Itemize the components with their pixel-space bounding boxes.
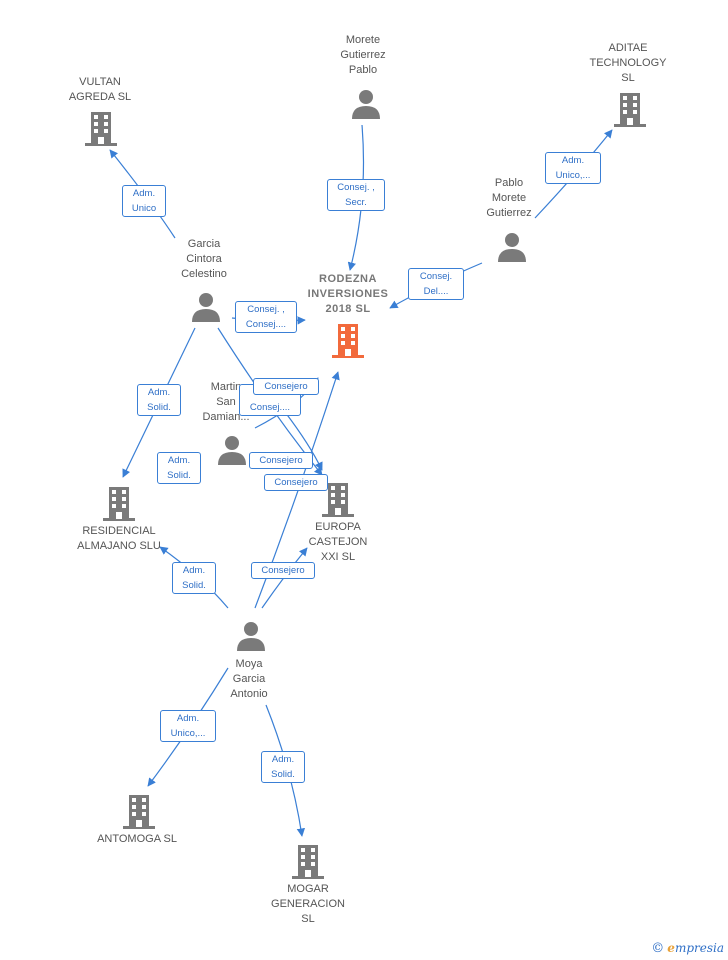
brand-initial: e xyxy=(667,941,675,955)
building-icon xyxy=(292,845,324,879)
person-icon xyxy=(192,293,220,322)
edge-label-adm-unico-antomoga[interactable]: Adm. Unico,... xyxy=(160,710,216,742)
node-rodezna-label[interactable]: RODEZNA INVERSIONES 2018 SL xyxy=(307,273,389,315)
node-moya-label[interactable]: Moya Garcia Antonio xyxy=(230,658,268,700)
building-icon xyxy=(322,483,354,517)
edge-label-adm-solid-mogar[interactable]: Adm. Solid. xyxy=(261,751,305,783)
node-antomoga-label[interactable]: ANTOMOGA SL xyxy=(97,833,177,845)
edge-label-adm-solid-residencial[interactable]: Adm. Solid. xyxy=(137,384,181,416)
brand-name: mpresia xyxy=(674,941,724,955)
edge-label-adm-solid-garcia[interactable]: Adm. Solid. xyxy=(157,452,201,484)
building-icon xyxy=(85,112,117,146)
edge-label-consejero-garcia[interactable]: Consejero xyxy=(253,378,319,395)
node-residencial-label[interactable]: RESIDENCIAL ALMAJANO SLU xyxy=(77,525,161,552)
node-pablo-morete-label[interactable]: Pablo Morete Gutierrez xyxy=(486,177,532,219)
person-icon xyxy=(237,622,265,651)
edge-label-consej-consej[interactable]: Consej. , Consej.... xyxy=(235,301,297,333)
edge-label-adm-unico[interactable]: Adm. Unico xyxy=(122,185,166,217)
node-vultan-label[interactable]: VULTAN AGREDA SL xyxy=(68,76,132,103)
person-icon xyxy=(498,233,526,262)
edge-label-consejero-moya-europa[interactable]: Consejero xyxy=(251,562,315,579)
edge-label-consejero-moya-rodezna[interactable]: Consejero xyxy=(264,474,328,491)
copyright-icon: © xyxy=(651,941,665,956)
building-icon xyxy=(614,93,646,127)
node-garcia-cintora-label[interactable]: Garcia Cintora Celestino xyxy=(181,238,227,280)
node-europa-label[interactable]: EUROPA CASTEJON XXI SL xyxy=(308,521,368,563)
edge-label-consejero-martinez[interactable]: Consejero xyxy=(249,452,313,469)
node-morete-pablo-label[interactable]: Morete Gutierrez Pablo xyxy=(340,34,386,76)
edge-label-adm-solid-moya[interactable]: Adm. Solid. xyxy=(172,562,216,594)
building-icon xyxy=(103,487,135,521)
person-icon xyxy=(218,436,246,465)
edge-label-consej-del[interactable]: Consej. Del.... xyxy=(408,268,464,300)
node-aditae-label[interactable]: ADITAE TECHNOLOGY SL xyxy=(589,42,667,84)
node-martinez-label[interactable]: Martin San Damian... xyxy=(202,381,250,423)
building-icon xyxy=(332,324,364,358)
empresia-watermark[interactable]: ©empresia xyxy=(651,941,724,956)
edge-label-consej-secr[interactable]: Consej. , Secr. xyxy=(327,179,385,211)
node-mogar-label[interactable]: MOGAR GENERACION SL xyxy=(271,883,345,925)
building-icon xyxy=(123,795,155,829)
edge-martinez-europa xyxy=(284,411,323,471)
edge-label-adm-unico-aditae[interactable]: Adm. Unico,... xyxy=(545,152,601,184)
person-icon xyxy=(352,90,380,119)
